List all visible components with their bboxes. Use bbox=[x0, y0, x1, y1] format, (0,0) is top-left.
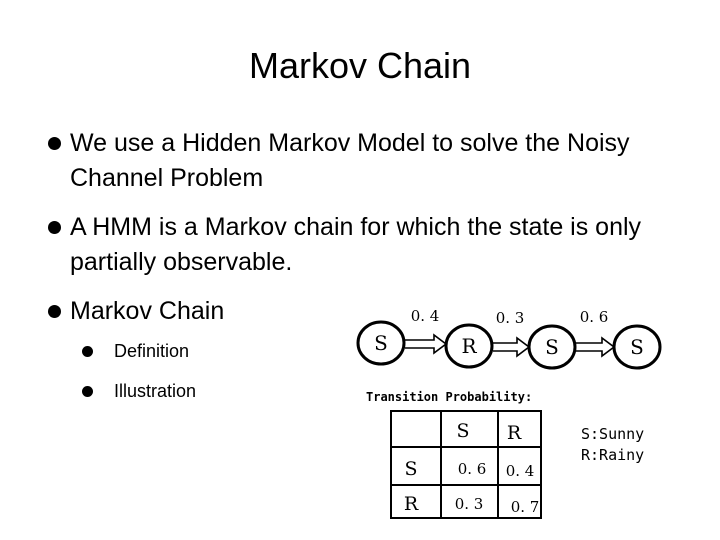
state-label: S bbox=[545, 335, 559, 359]
table-cell: 0. 3 bbox=[455, 495, 484, 513]
bullet-hmm-definition: A HMM is a Markov chain for which the st… bbox=[44, 210, 694, 280]
transition-arrow-1 bbox=[405, 333, 448, 355]
sub-bullet-text: Definition bbox=[114, 341, 190, 361]
bullet-hmm-purpose: We use a Hidden Markov Model to solve th… bbox=[44, 126, 694, 196]
table-cell: 0. 6 bbox=[458, 460, 487, 478]
sub-bullet-definition: Definition bbox=[80, 339, 704, 363]
table-col-header: R bbox=[507, 422, 522, 444]
state-label: S bbox=[630, 335, 644, 359]
legend-rainy: R:Rainy bbox=[581, 446, 644, 464]
table-cell: 0. 7 bbox=[511, 498, 540, 516]
sub-bullet-illustration: Illustration bbox=[80, 379, 704, 403]
table-title: Transition Probability: bbox=[366, 390, 532, 404]
sub-bullet-text: Illustration bbox=[114, 381, 197, 401]
table-row-label: S bbox=[404, 458, 417, 480]
state-label: S bbox=[374, 331, 388, 355]
bullet-dot-icon bbox=[48, 137, 61, 150]
table-col-header: S bbox=[456, 420, 469, 442]
transition-prob-label: 0. 3 bbox=[496, 309, 525, 327]
transition-arrow-2 bbox=[493, 336, 531, 358]
sub-bullet-dot-icon bbox=[82, 386, 93, 397]
transition-table bbox=[390, 410, 542, 519]
transition-prob-label: 0. 4 bbox=[411, 307, 440, 325]
state-node-2 bbox=[444, 323, 494, 369]
state-label: R bbox=[461, 334, 477, 358]
transition-prob-label: 0. 6 bbox=[580, 308, 609, 326]
sub-bullet-dot-icon bbox=[82, 346, 93, 357]
table-row-label: R bbox=[404, 493, 419, 515]
bullet-text: Markov Chain bbox=[70, 297, 225, 325]
bullet-text: A HMM is a Markov chain for which the st… bbox=[70, 213, 642, 276]
slide-title: Markov Chain bbox=[248, 45, 472, 86]
bullet-text: We use a Hidden Markov Model to solve th… bbox=[70, 129, 630, 192]
legend-sunny: S:Sunny bbox=[581, 425, 644, 443]
bullet-dot-icon bbox=[48, 221, 61, 234]
bullet-list: We use a Hidden Markov Model to solve th… bbox=[44, 126, 694, 419]
state-node-1 bbox=[356, 320, 406, 366]
transition-arrow-3 bbox=[576, 336, 616, 358]
bullet-markov-chain: Markov Chain Definition Illustration bbox=[44, 294, 694, 403]
bullet-dot-icon bbox=[48, 305, 61, 318]
sub-bullet-list: Definition Illustration bbox=[70, 339, 694, 403]
table-cell: 0. 4 bbox=[506, 462, 535, 480]
